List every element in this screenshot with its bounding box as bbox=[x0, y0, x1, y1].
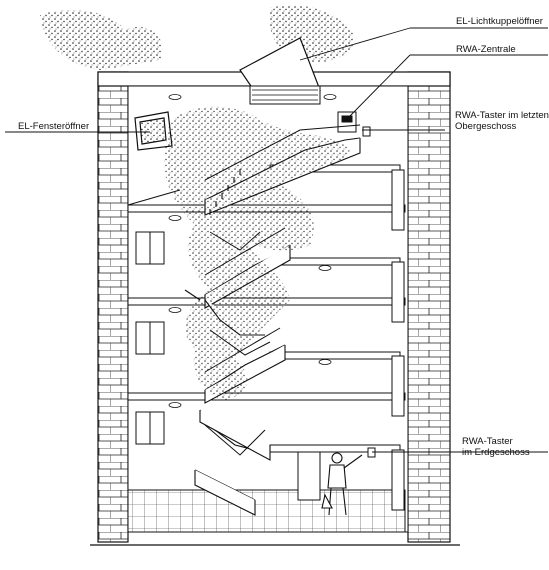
label-fensteroeffner: EL-Fensteröffner bbox=[18, 121, 90, 132]
leader-lines bbox=[5, 27, 548, 453]
smoke-plume-top bbox=[40, 5, 355, 70]
left-windows bbox=[135, 231, 165, 445]
label-rwa-zentrale: RWA-Zentrale bbox=[456, 44, 516, 55]
person-figure bbox=[321, 452, 363, 516]
skylight-opener bbox=[239, 37, 321, 105]
right-masonry-wall bbox=[407, 71, 451, 543]
smoke-inside bbox=[164, 106, 350, 400]
label-rwa-taster-erdgeschoss: RWA-Taster im Erdgeschoss bbox=[462, 436, 530, 458]
ground-floor-doorway bbox=[297, 451, 321, 501]
rwa-control-box bbox=[337, 111, 357, 133]
rwa-button-top-floor-device bbox=[362, 126, 371, 137]
ceiling-lights bbox=[168, 94, 337, 408]
right-doors bbox=[391, 169, 405, 511]
window-opener-device bbox=[134, 111, 173, 151]
rwa-button-ground-floor-device bbox=[367, 447, 376, 458]
label-rwa-taster-obergeschoss: RWA-Taster im letzten Obergeschoss bbox=[455, 110, 549, 132]
label-lichtkuppeloeffner: EL-Lichtkuppelöffner bbox=[456, 16, 543, 27]
left-masonry-wall bbox=[97, 71, 129, 543]
